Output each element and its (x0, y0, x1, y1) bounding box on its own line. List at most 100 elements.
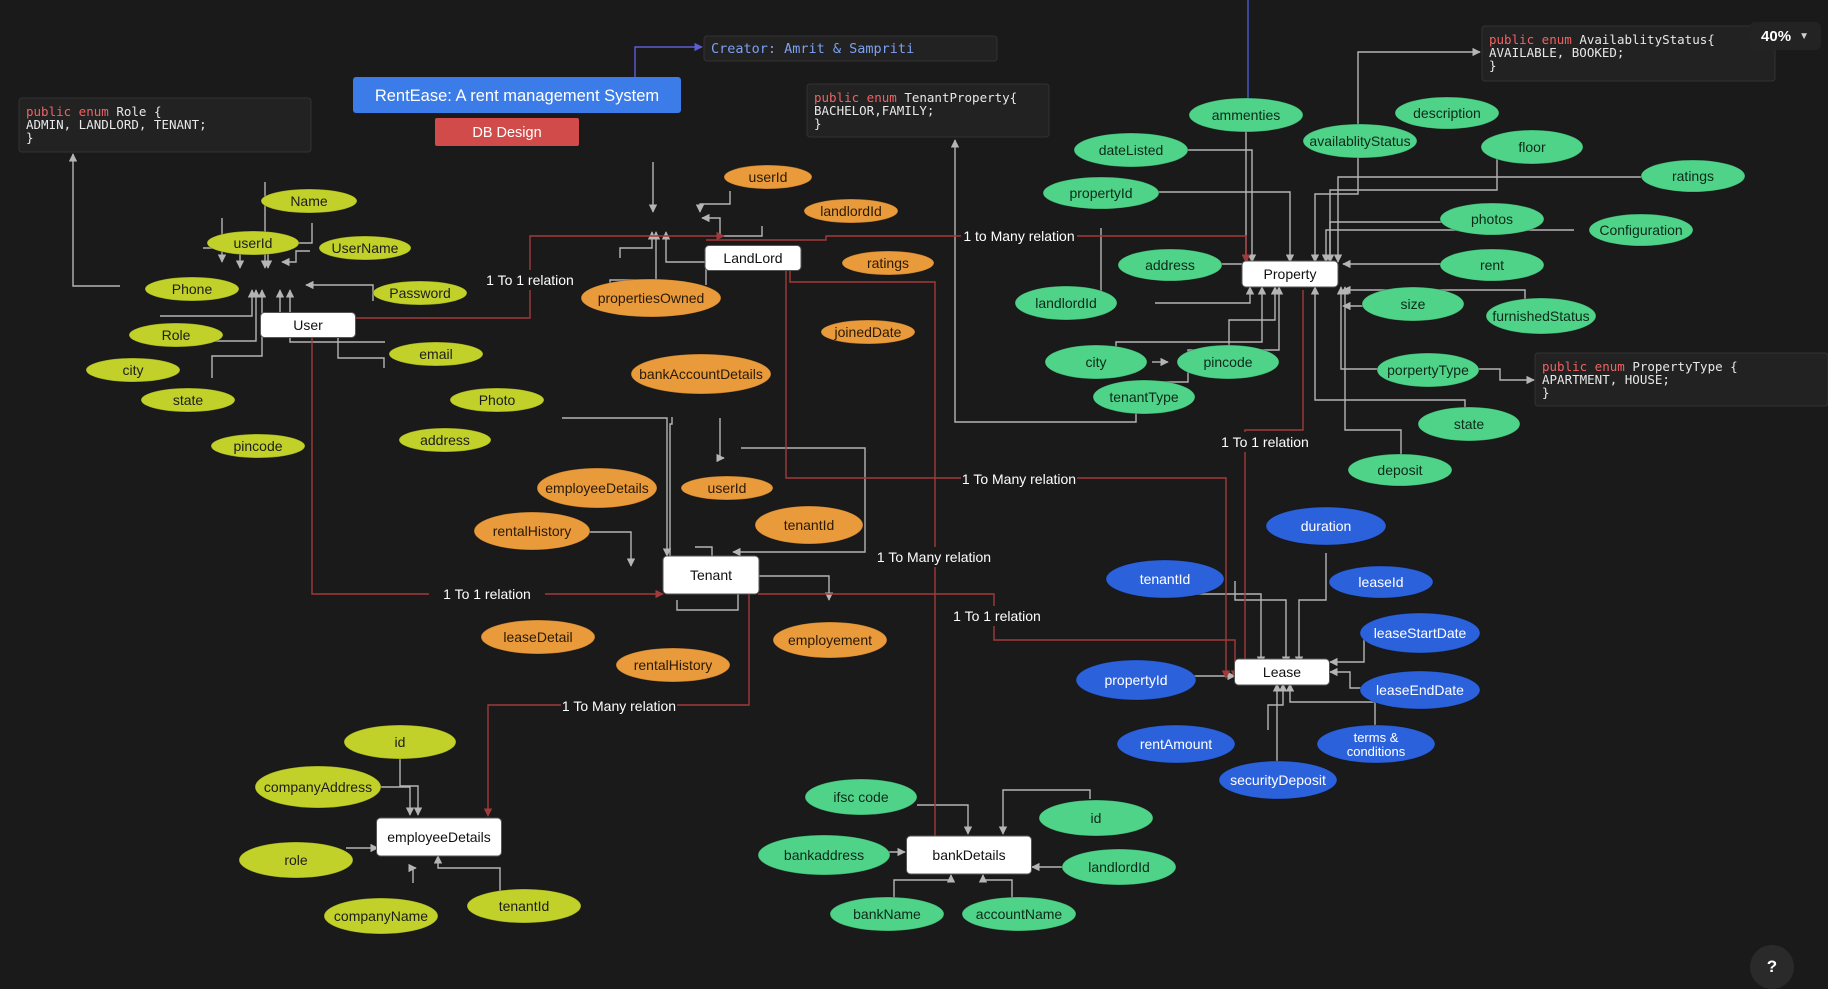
enum-availability-code-block[interactable]: public enum AvailablityStatus{ AVAILABLE… (1481, 25, 1776, 82)
attribute-user-email[interactable]: email (388, 341, 484, 367)
attribute-bank-landlord-id[interactable]: landlordId (1061, 848, 1177, 886)
attribute-user-name[interactable]: Name (260, 188, 358, 214)
attribute-property-configuration[interactable]: Configuration (1588, 213, 1694, 247)
attribute-label: propertiesOwned (598, 290, 705, 306)
entity-user[interactable]: User (260, 312, 356, 338)
attribute-bank-account-name[interactable]: accountName (961, 896, 1077, 932)
attribute-user-state[interactable]: state (140, 387, 236, 413)
attribute-lease-lease-end-date[interactable]: leaseEndDate (1359, 670, 1481, 710)
attribute-lease-security-deposit[interactable]: securityDeposit (1218, 760, 1338, 800)
attribute-lease-lease-start-date[interactable]: leaseStartDate (1359, 612, 1481, 654)
attribute-employee-role[interactable]: role (238, 841, 354, 879)
attribute-landlord-ratings[interactable]: ratings (841, 250, 935, 276)
attribute-label: Name (290, 193, 328, 209)
zoom-control[interactable]: 40% ▼ (1749, 22, 1821, 50)
attribute-landlord-joined-date[interactable]: joinedDate (820, 319, 916, 345)
attribute-bank-ifsc-code[interactable]: ifsc code (804, 778, 918, 816)
attribute-lease-tenant-id[interactable]: tenantId (1105, 559, 1225, 599)
subtitle-box (435, 118, 579, 146)
attribute-landlord-landlord-id[interactable]: landlordId (803, 198, 899, 224)
attribute-property-furnished-status[interactable]: furnishedStatus (1485, 297, 1597, 335)
attribute-property-description[interactable]: description (1394, 96, 1500, 130)
attribute-user-city[interactable]: city (85, 357, 181, 383)
code-line: } (1542, 385, 1550, 400)
attribute-property-city[interactable]: city (1044, 344, 1148, 380)
attribute-employee-company-name[interactable]: companyName (323, 897, 439, 935)
attribute-user-pincode[interactable]: pincode (210, 433, 306, 459)
attribute-tenant-rental-history[interactable]: rentalHistory (615, 647, 731, 683)
attribute-user-phone[interactable]: Phone (144, 276, 240, 302)
attribute-landlord-bank-account-details[interactable]: bankAccountDetails (630, 353, 772, 395)
relation-label: 1 To Many relation (876, 547, 992, 567)
enum-tenant-property-code-block[interactable]: public enum TenantProperty{ BACHELOR,FAM… (806, 83, 1050, 138)
attribute-label: bankName (853, 906, 921, 922)
attribute-tenant-lease-detail[interactable]: leaseDetail (480, 619, 596, 655)
attribute-employee-id[interactable]: id (343, 724, 457, 760)
attribute-property-porperty-type[interactable]: porpertyType (1376, 352, 1480, 388)
attribute-bank-bankaddress[interactable]: bankaddress (757, 834, 891, 876)
attribute-tenant-employee-details[interactable]: employeeDetails (536, 467, 658, 509)
connector-line (1333, 176, 1641, 263)
attribute-property-availablity-status[interactable]: availablityStatus (1302, 123, 1418, 159)
attribute-label: userId (708, 480, 747, 496)
attribute-label: leaseId (1358, 574, 1403, 590)
attribute-user-user-id[interactable]: userId (206, 230, 300, 256)
attribute-user-user-name[interactable]: UserName (318, 235, 412, 261)
attribute-tenant-employement[interactable]: employement (772, 621, 888, 659)
attribute-property-photos[interactable]: photos (1439, 202, 1545, 236)
attribute-bank-bank-name[interactable]: bankName (829, 896, 945, 932)
attribute-property-ammenties[interactable]: ammenties (1188, 97, 1304, 133)
title-box (353, 77, 681, 113)
entity-property[interactable]: Property (1241, 260, 1339, 288)
attribute-tenant-tenant-id[interactable]: tenantId (754, 505, 864, 545)
entity-landlord[interactable]: LandLord (704, 245, 802, 271)
enum-property-type-code-block[interactable]: public enum PropertyType { APARTMENT, HO… (1534, 352, 1828, 407)
attribute-user-password[interactable]: Password (372, 280, 468, 306)
entity-tenant[interactable]: Tenant (662, 555, 760, 595)
attribute-property-address[interactable]: address (1117, 248, 1223, 282)
attribute-property-state[interactable]: state (1417, 406, 1521, 442)
relation-text: 1 To Many relation (962, 471, 1076, 487)
connector-line (1325, 221, 1492, 263)
connector-line (634, 42, 703, 80)
attribute-landlord-user-id[interactable]: userId (723, 164, 813, 190)
attribute-property-floor[interactable]: floor (1480, 129, 1584, 165)
attribute-tenant-user-id[interactable]: userId (680, 475, 774, 501)
attribute-user-address[interactable]: address (398, 427, 492, 453)
attribute-label: city (1086, 354, 1107, 370)
attribute-property-rent[interactable]: rent (1439, 248, 1545, 282)
attribute-lease-property-id[interactable]: propertyId (1075, 659, 1197, 701)
attribute-property-size[interactable]: size (1361, 286, 1465, 322)
help-button[interactable]: ? (1750, 945, 1794, 989)
connector-line (68, 153, 120, 287)
attribute-property-tenant-type[interactable]: tenantType (1092, 379, 1196, 415)
attribute-property-date-listed[interactable]: dateListed (1073, 132, 1189, 168)
attribute-lease-lease-id[interactable]: leaseId (1328, 565, 1434, 599)
connector-line (758, 575, 834, 601)
attribute-label: Configuration (1599, 222, 1682, 238)
attribute-label: floor (1518, 139, 1546, 155)
entity-lease[interactable]: Lease (1234, 658, 1330, 686)
attribute-bank-id[interactable]: id (1038, 799, 1154, 837)
attribute-property-pincode[interactable]: pincode (1176, 344, 1280, 380)
attribute-employee-company-address[interactable]: companyAddress (254, 765, 382, 809)
code-line: public enum AvailablityStatus{ (1489, 32, 1715, 47)
attribute-property-landlord-id[interactable]: landlordId (1014, 285, 1118, 321)
attribute-lease-terms-conditions[interactable]: terms &conditions (1316, 724, 1436, 764)
relation-line (758, 593, 1240, 679)
attribute-lease-rent-amount[interactable]: rentAmount (1116, 724, 1236, 764)
entity-employee[interactable]: employeeDetails (376, 817, 502, 857)
attribute-landlord-properties-owned[interactable]: propertiesOwned (580, 278, 722, 318)
attribute-property-ratings[interactable]: ratings (1640, 159, 1746, 193)
enum-role-code-block[interactable]: public enum Role { ADMIN, LANDLORD, TENA… (18, 97, 312, 153)
attribute-employee-tenant-id[interactable]: tenantId (466, 888, 582, 924)
attribute-tenant-rental-history[interactable]: rentalHistory (473, 511, 591, 551)
attribute-property-property-id[interactable]: propertyId (1042, 176, 1160, 210)
attribute-user-role[interactable]: Role (128, 322, 224, 348)
entity-bank[interactable]: bankDetails (906, 835, 1032, 875)
attribute-property-deposit[interactable]: deposit (1347, 453, 1453, 487)
attribute-lease-duration[interactable]: duration (1265, 506, 1387, 546)
attribute-label: state (173, 392, 204, 408)
attribute-user-photo[interactable]: Photo (449, 387, 545, 413)
